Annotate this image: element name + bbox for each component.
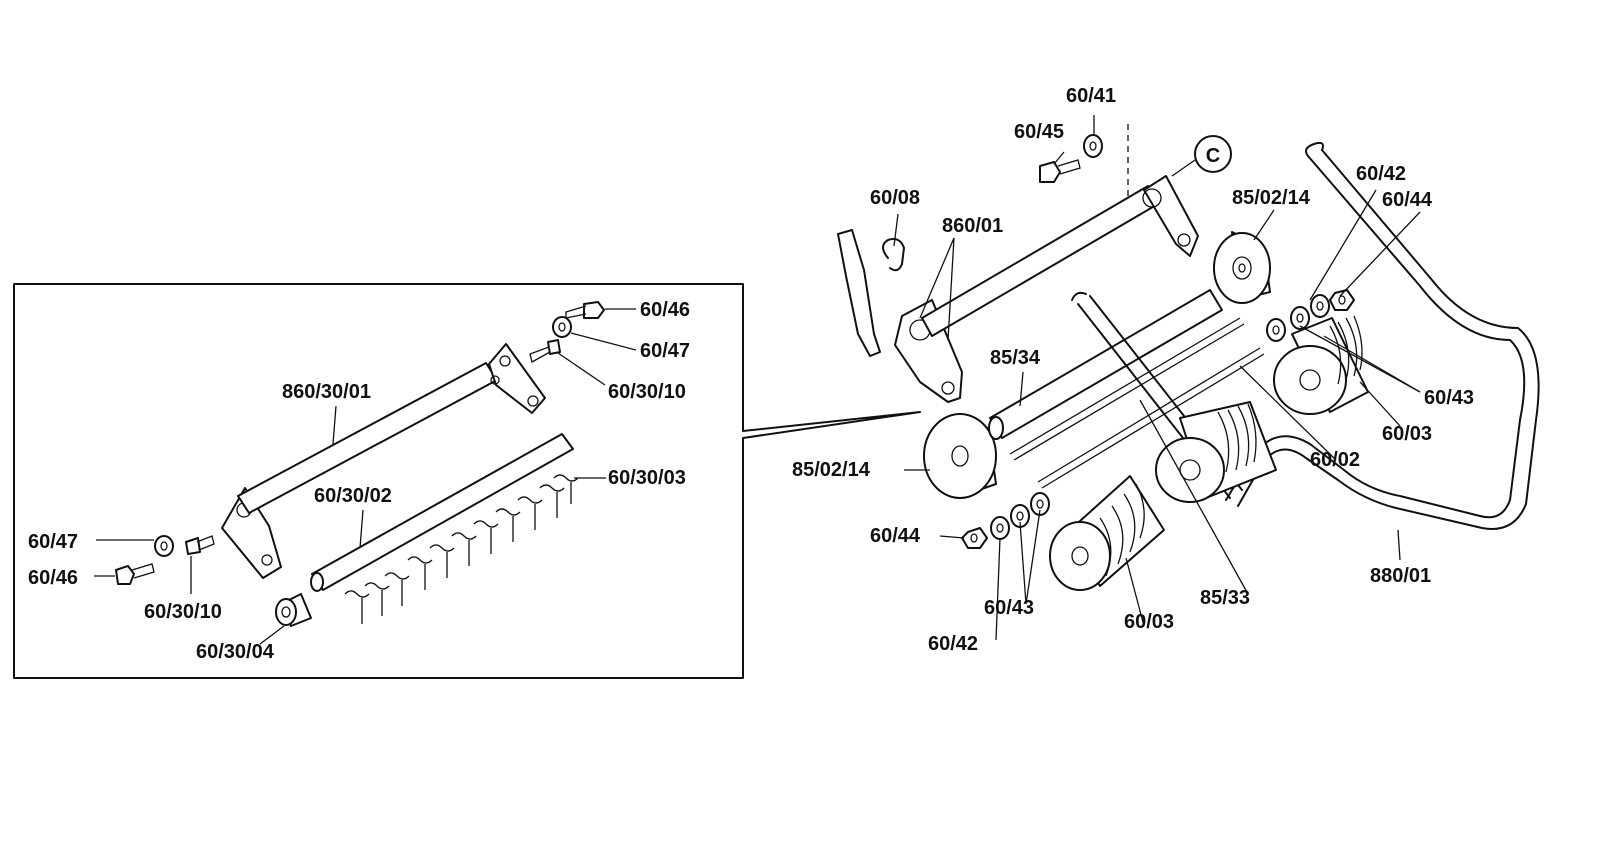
- label-60-43-right: 60/43: [1424, 387, 1474, 409]
- label-880-01: 880/01: [1370, 565, 1431, 587]
- label-60-30-10-inset-bottom: 60/30/10: [144, 601, 222, 623]
- label-60-42-top: 60/42: [1356, 163, 1406, 185]
- label-60-46-inset-top: 60/46: [640, 299, 690, 321]
- label-60-46-inset-left: 60/46: [28, 567, 78, 589]
- label-60-44-left: 60/44: [870, 525, 921, 547]
- label-860-01: 860/01: [942, 215, 1003, 237]
- callout-c: C: [1171, 135, 1232, 177]
- label-60-30-10-inset-top: 60/30/10: [608, 381, 686, 403]
- label-860-30-01: 860/30/01: [282, 381, 371, 403]
- label-85-33: 85/33: [1200, 587, 1250, 609]
- roller-85-02-14-top: [1213, 231, 1271, 304]
- inset-labels: 60/46 60/47 60/30/10 860/30/01 60/30/02 …: [28, 299, 690, 663]
- label-60-08: 60/08: [870, 187, 920, 209]
- inset-rod-60-30-02: [310, 433, 574, 592]
- inset-beam-860-30-01: [221, 343, 546, 579]
- tube-85-34: [988, 289, 1223, 440]
- right-washers-nuts: [1266, 289, 1355, 342]
- label-60-43-bottom: 60/43: [984, 597, 1034, 619]
- clip-60-08: [882, 238, 905, 272]
- label-60-47-inset-left: 60/47: [28, 531, 78, 553]
- label-60-30-02: 60/30/02: [314, 485, 392, 507]
- label-60-30-04: 60/30/04: [196, 641, 275, 663]
- inset-springs-60-30-03: [344, 474, 579, 624]
- rollers-60-03-upper: [1273, 315, 1369, 415]
- label-60-41: 60/41: [1066, 85, 1116, 107]
- label-60-47-inset-top: 60/47: [640, 340, 690, 362]
- label-85-02-14-left: 85/02/14: [792, 459, 871, 481]
- label-60-02: 60/02: [1310, 449, 1360, 471]
- main-labels: 60/41 60/45 60/08 860/01 85/02/14 60/42 …: [792, 85, 1474, 655]
- label-60-42-bottom: 60/42: [928, 633, 978, 655]
- main-shaft-860-01: [921, 175, 1199, 337]
- roller-85-02-14-left: [923, 413, 997, 499]
- callout-c-letter: C: [1206, 145, 1220, 167]
- main-leaders: [893, 115, 1421, 641]
- label-60-03-right: 60/03: [1382, 423, 1432, 445]
- inset-fasteners: [115, 301, 605, 627]
- rollers-60-03-middle: [1155, 401, 1277, 503]
- rollers-60-03-lower: [1049, 475, 1165, 591]
- label-60-45: 60/45: [1014, 121, 1064, 143]
- handle-bar-880-01: [1225, 141, 1540, 530]
- inset-leaders: [94, 308, 637, 645]
- label-85-02-14-top: 85/02/14: [1232, 187, 1311, 209]
- label-85-34: 85/34: [990, 347, 1041, 369]
- top-bolt-and-washer: [1039, 124, 1129, 196]
- label-60-03-bottom: 60/03: [1124, 611, 1174, 633]
- inset-detail-box: [13, 283, 921, 679]
- label-60-30-03: 60/30/03: [608, 467, 686, 489]
- label-60-44-top: 60/44: [1382, 189, 1433, 211]
